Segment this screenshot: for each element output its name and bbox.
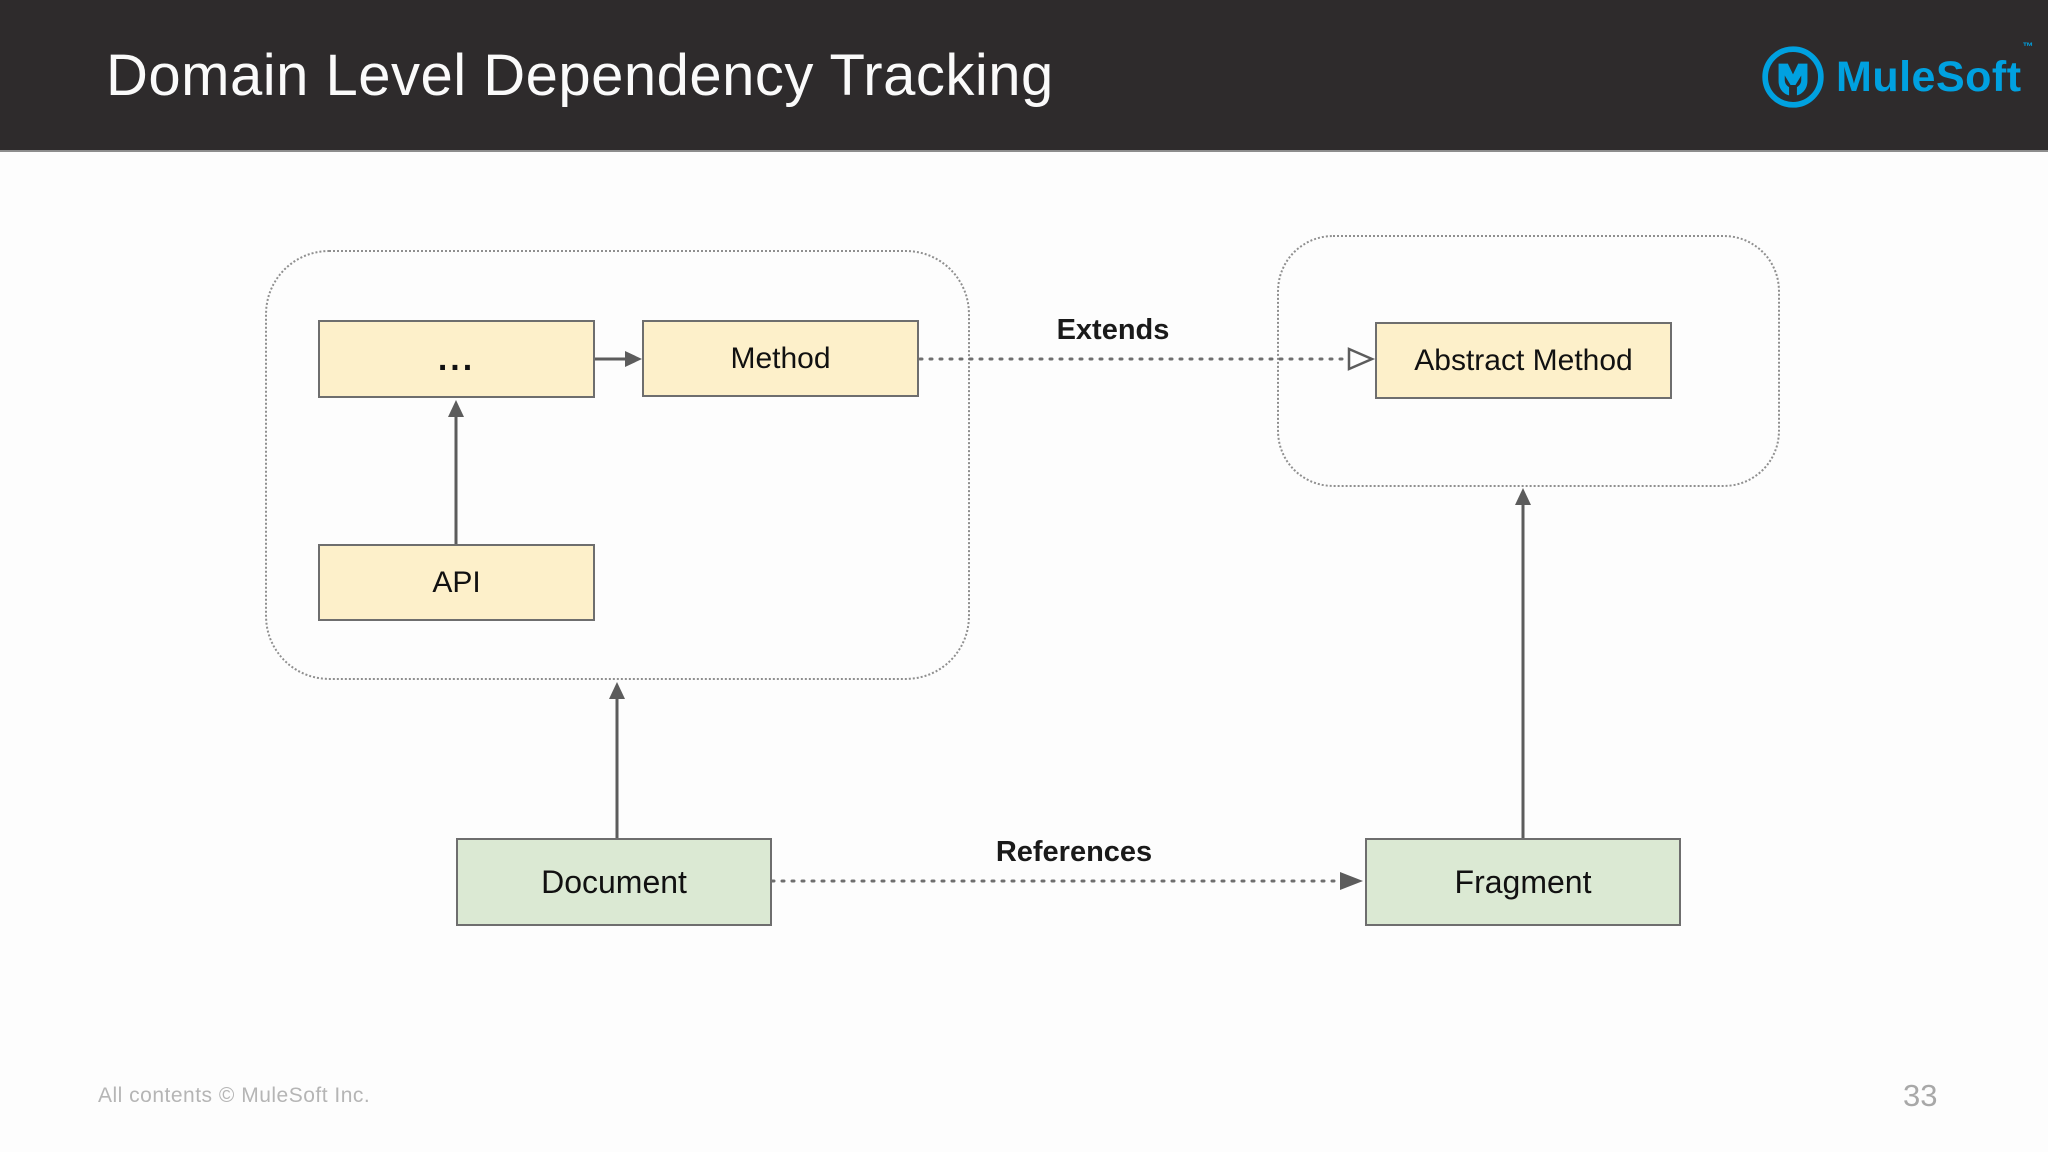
trademark-symbol: ™ [2022,40,2035,53]
mulesoft-logo: MuleSoft™ [1760,40,2035,110]
node-fragment: Fragment [1365,838,1681,926]
slide-header: Domain Level Dependency Tracking MuleSof… [0,0,2048,152]
copyright-notice: All contents © MuleSoft Inc. [98,1084,371,1107]
node-api: API [318,544,595,621]
edge-label-extends: Extends [1056,314,1170,346]
mulesoft-wordmark: MuleSoft™ [1836,40,2035,101]
slide-title: Domain Level Dependency Tracking [106,42,1054,108]
api-domain-group [265,250,970,680]
edge-label-references: References [995,836,1153,868]
mulesoft-mark-icon [1760,44,1826,110]
node-abstract-method: Abstract Method [1375,322,1672,399]
node-ellipsis: ... [318,320,595,398]
dependency-domain-group [1277,235,1780,487]
node-method: Method [642,320,919,397]
slide-page-number: 33 [1903,1078,1938,1113]
node-document: Document [456,838,772,926]
